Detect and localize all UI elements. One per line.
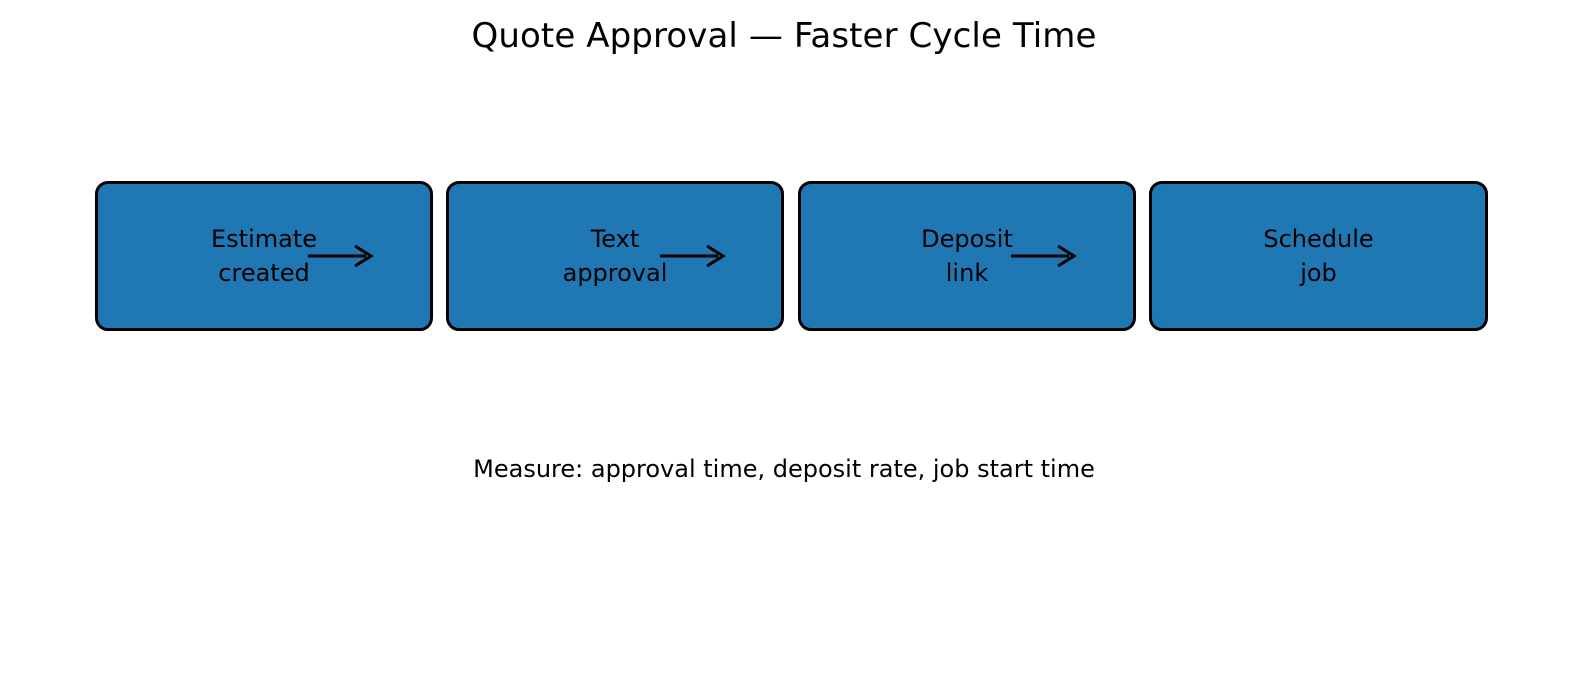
flow-node-schedule-job[interactable]: Schedule job	[1149, 181, 1488, 331]
flow-diagram: Estimate created Text approval Deposit l…	[95, 181, 1488, 331]
flow-node-label: Deposit link	[921, 225, 1013, 287]
flow-node-text-approval[interactable]: Text approval	[446, 181, 784, 331]
flow-node-deposit-link[interactable]: Deposit link	[798, 181, 1136, 331]
flow-node-label: Text approval	[562, 225, 668, 287]
flow-node-label: Schedule job	[1263, 225, 1374, 287]
figure-title: Quote Approval — Faster Cycle Time	[471, 16, 1097, 56]
figure-caption: Measure: approval time, deposit rate, jo…	[473, 455, 1095, 483]
flow-node-label: Estimate created	[210, 225, 317, 287]
flow-node-estimate-created[interactable]: Estimate created	[95, 181, 433, 331]
